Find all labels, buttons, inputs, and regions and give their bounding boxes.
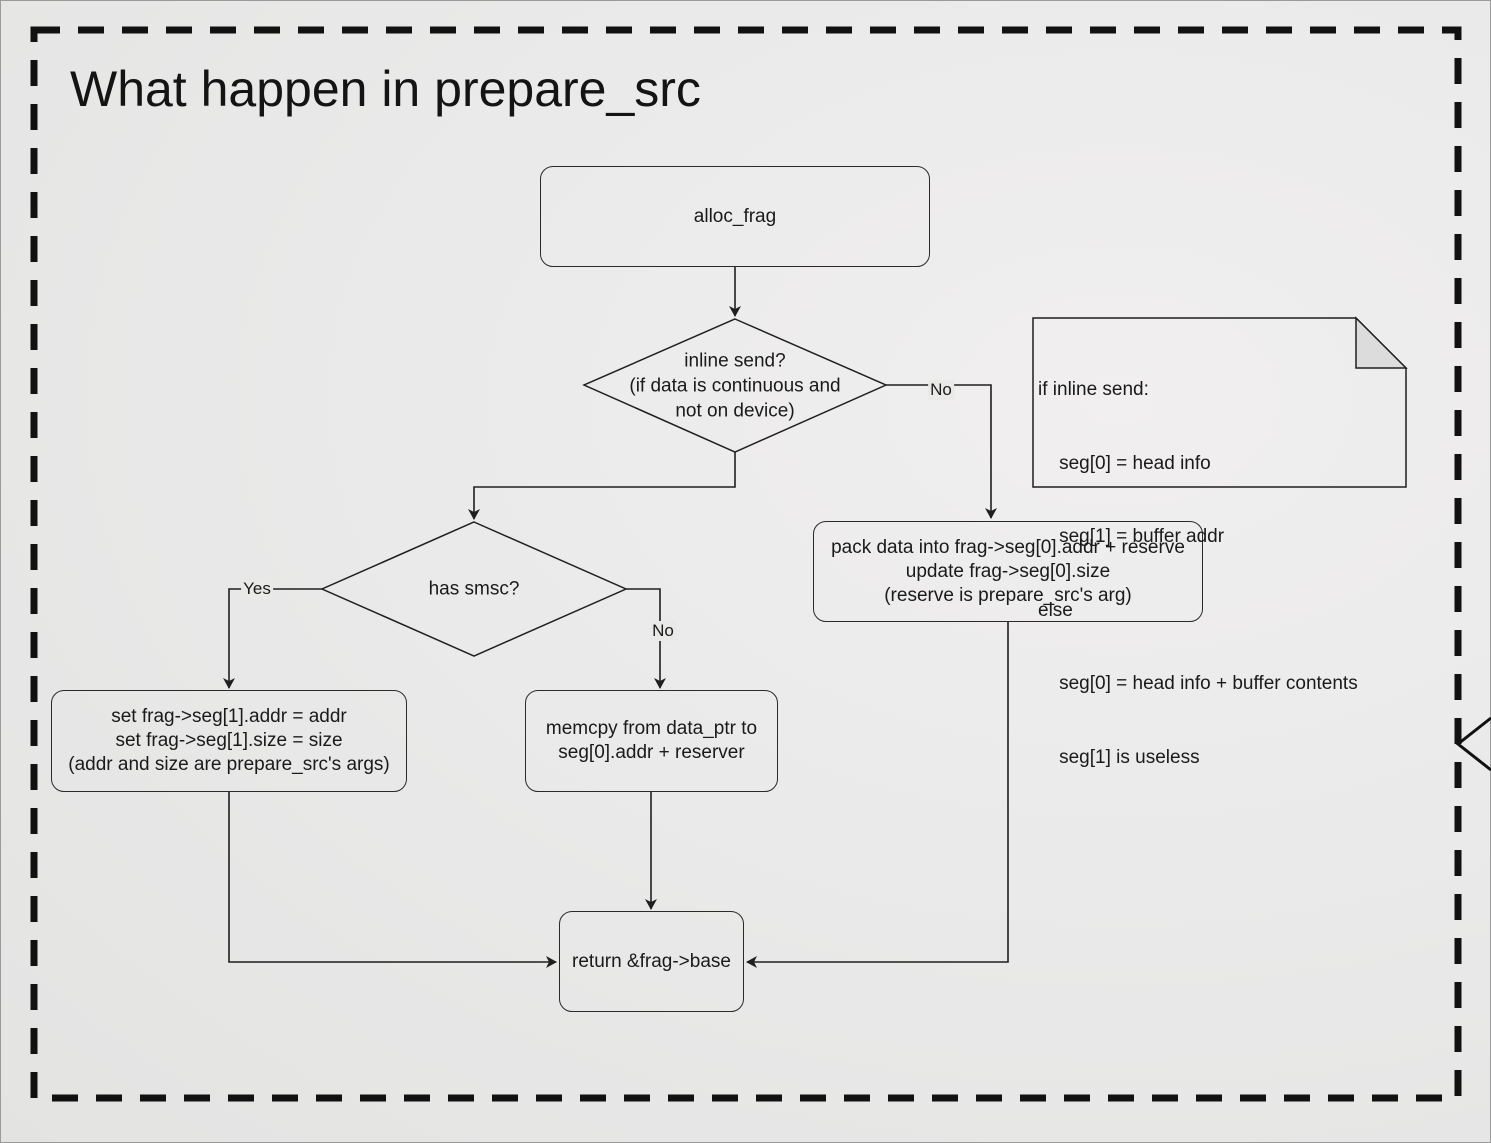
note-line: else: [1038, 599, 1073, 621]
note-shape: [1032, 317, 1407, 488]
edge-label-smsc-no: No: [650, 621, 676, 641]
node-set-seg1: set frag->seg[1].addr = addr set frag->s…: [51, 690, 407, 792]
note-text: if inline send: seg[0] = head info seg[1…: [1038, 329, 1358, 819]
offscreen-shape-edge: [1455, 716, 1491, 772]
has-smsc-diamond: [320, 521, 628, 657]
node-inline-send-label: inline send? (if data is continuous and …: [629, 350, 841, 422]
note-line: if inline send:: [1038, 379, 1149, 400]
node-return: return &frag->base: [559, 911, 744, 1012]
edge-pack-to-return: [746, 622, 1009, 968]
dashed-container: [30, 26, 1462, 1102]
note-line: seg[1] = buffer addr: [1038, 526, 1225, 547]
note-line: seg[0] = head info: [1038, 452, 1211, 474]
note-line: seg[0] = head info + buffer contents: [1038, 673, 1358, 694]
node-has-smsc-label: has smsc?: [428, 578, 520, 600]
edge-inline-no-to-pack: [886, 384, 997, 519]
edge-inline-to-smsc: [468, 452, 736, 520]
edge-label-inline-no: No: [928, 380, 954, 400]
node-alloc-frag: alloc_frag: [540, 166, 930, 267]
note-line: seg[1] is useless: [1038, 746, 1200, 768]
edge-smsc-yes-to-set: [223, 588, 322, 689]
edge-label-smsc-yes: Yes: [241, 579, 273, 599]
edge-set-to-return: [228, 792, 557, 968]
node-memcpy: memcpy from data_ptr to seg[0].addr + re…: [525, 690, 778, 792]
edge-smsc-no-to-memcpy: [626, 588, 666, 689]
diagram-title: What happen in prepare_src: [70, 61, 701, 117]
note-fold: [1355, 316, 1408, 369]
node-pack-data: pack data into frag->seg[0].addr + reser…: [813, 521, 1203, 622]
